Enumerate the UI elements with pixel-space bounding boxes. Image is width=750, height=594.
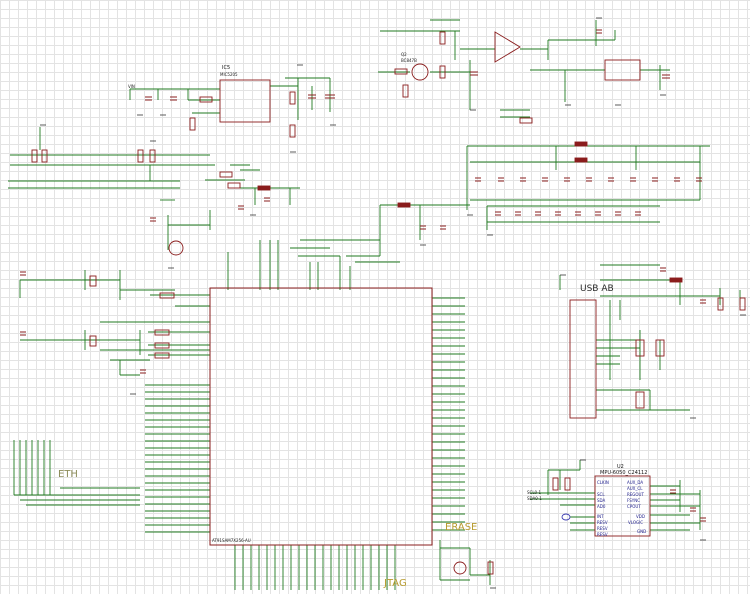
ic5-value: MIC5205 (220, 72, 238, 77)
mpu-pin-gnd: GND (637, 529, 647, 534)
q2-value: BC847B (401, 58, 417, 63)
vin-net-label: VIN (128, 84, 135, 89)
components-group (20, 29, 746, 575)
ldo-body (604, 59, 641, 81)
q2-label: Q2 (401, 52, 407, 57)
mpu-pin-int: INT (597, 514, 604, 519)
erase-heading: ERASE (445, 522, 478, 533)
mpu-pin-resv-2: RESV (597, 526, 608, 531)
ic5-label: IC5 (222, 65, 231, 71)
mpu-pin-cpout: CPOUT (627, 504, 641, 509)
mpu-pin-scl: SCL (597, 492, 605, 497)
mpu-pin-fsync: FSYNC (627, 498, 640, 503)
int-marker (561, 513, 571, 521)
mpu-pin-vlogic: VLOGIC (628, 520, 644, 525)
ground-symbols-group (40, 17, 746, 589)
mpu-pin-regout: REGOUT (627, 492, 644, 497)
wires-group (8, 19, 741, 590)
mpu-pin-sda: SDA (597, 498, 606, 503)
usb-ab-heading: USB AB (580, 284, 614, 294)
mpu-body (594, 475, 651, 537)
mpu-pin-resv-3: RESV (597, 532, 608, 537)
mpu-pin-vdd: VDD (636, 514, 645, 519)
mcu-value: AT91SAM7X256-AU (212, 538, 251, 543)
mpu-pin-aux-da: AUX_DA (627, 480, 644, 485)
regulator-body (219, 79, 271, 123)
jtag-heading: JTAG (384, 578, 407, 589)
mpu-pin-aux-cl: AUX_CL (627, 486, 643, 491)
opamp-symbol (494, 31, 521, 63)
u2-label: U2 (617, 464, 624, 470)
mcu-body (209, 287, 433, 546)
usb-connector-body (569, 299, 597, 419)
mpu-pin-resv-1: RESV (597, 520, 608, 525)
eth-heading: ETH (58, 469, 78, 480)
scl-net-label: SCL0-1 (527, 490, 542, 495)
mpu-pin-ad0: AD0 (597, 504, 606, 509)
u2-value: MPU-6050_C24112 (600, 470, 648, 476)
mpu-pin-clkin: CLKIN (597, 480, 609, 485)
sda-net-label: SDA0-1 (527, 496, 542, 501)
